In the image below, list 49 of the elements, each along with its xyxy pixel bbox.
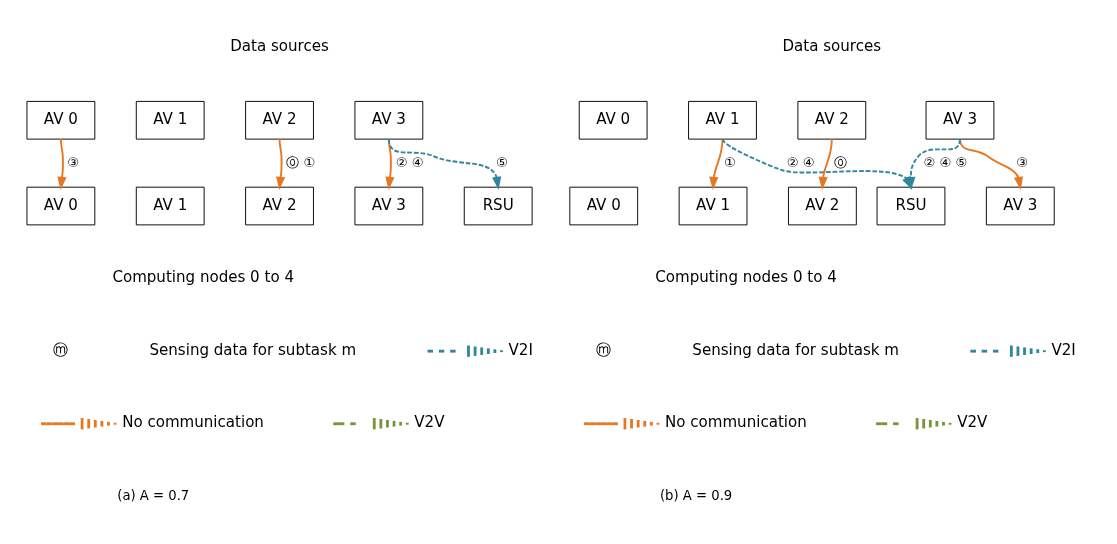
node-box: AV 0 (578, 100, 648, 140)
node-box: AV 2 (797, 100, 867, 140)
edge-label: ⑤ (496, 154, 508, 170)
node-box: AV 1 (135, 100, 205, 140)
arrow (906, 138, 961, 191)
node-box: RSU (876, 186, 946, 226)
label: ⓜ (53, 340, 69, 359)
edge-label: ⓪ ① (286, 154, 316, 170)
edge-label: ③ (1016, 154, 1029, 170)
legend-label: V2I (508, 340, 533, 359)
node-box: AV 1 (688, 100, 757, 140)
legend-label: Sensing data for subtask m (692, 340, 899, 359)
arrow (57, 138, 67, 190)
legend-label: V2I (1051, 340, 1076, 359)
legend-label: V2V (414, 413, 445, 432)
label: (a) A = 0.7 (117, 487, 190, 503)
node-box: AV 2 (245, 186, 314, 226)
node-box: AV 2 (788, 186, 857, 226)
arrow (387, 138, 502, 190)
edge-label: ① (724, 154, 736, 170)
node-box: AV 3 (985, 186, 1055, 226)
legend-label: Sensing data for subtask m (149, 340, 357, 359)
node-box: AV 1 (678, 186, 748, 226)
node-box: AV 0 (569, 186, 639, 226)
legend-label: V2V (957, 413, 988, 432)
label: Data sources (782, 37, 882, 56)
edge-label: ③ (67, 154, 80, 170)
legend-label: No communication (122, 413, 264, 432)
edge-label: ② ④ (395, 154, 424, 170)
edge-label: ⓪ (833, 154, 847, 170)
node-box: AV 1 (135, 186, 205, 226)
node-box: RSU (463, 186, 533, 226)
edge-label: ② ④ ⑤ (923, 154, 968, 170)
arrow (818, 138, 833, 190)
node-box: AV 0 (26, 186, 96, 226)
legend-label: No communication (665, 413, 807, 432)
label: Computing nodes 0 to 4 (655, 268, 837, 287)
label: Data sources (230, 37, 329, 56)
node-box: AV 2 (245, 100, 314, 140)
arrow (276, 138, 286, 190)
node-box: AV 3 (354, 186, 424, 226)
edge-label: ② ④ (786, 154, 815, 170)
label: ⓜ (596, 340, 612, 359)
label: (b) A = 0.9 (659, 487, 733, 503)
node-box: AV 3 (354, 100, 424, 140)
arrow (709, 138, 724, 190)
node-box: AV 3 (925, 100, 995, 140)
label: Computing nodes 0 to 4 (112, 268, 294, 287)
node-box: AV 0 (26, 100, 96, 140)
